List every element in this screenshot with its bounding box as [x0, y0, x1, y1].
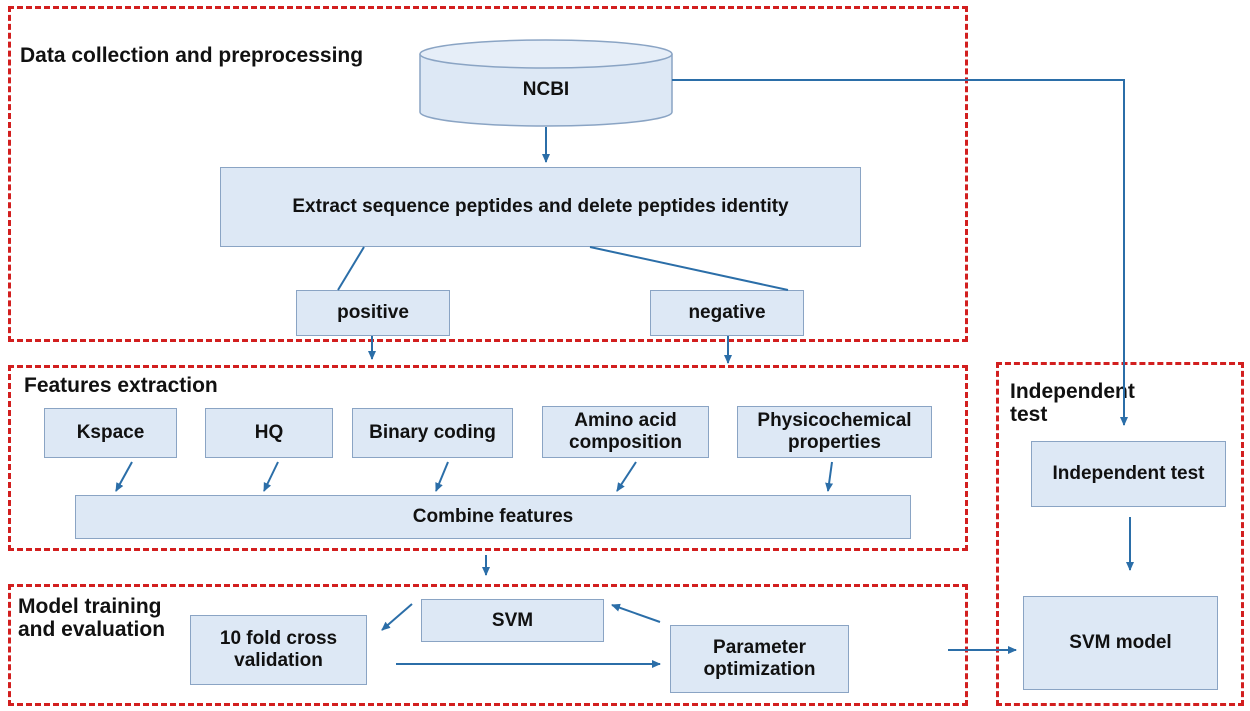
parameter-optimization-box: Parameter optimization	[670, 625, 849, 693]
ncbi-label: NCBI	[522, 79, 570, 100]
section-features-extraction	[8, 365, 968, 551]
section-independent-test	[996, 362, 1244, 706]
extract-sequence-box: Extract sequence peptides and delete pep…	[220, 167, 861, 247]
svm-box: SVM	[421, 599, 604, 642]
section-title-features: Features extraction	[24, 374, 218, 397]
cross-validation-box: 10 fold cross validation	[190, 615, 367, 685]
kspace-box: Kspace	[44, 408, 177, 458]
svm-model-box: SVM model	[1023, 596, 1218, 690]
section-title-model: Model training and evaluation	[18, 595, 166, 642]
section-model-training	[8, 584, 968, 706]
positive-box: positive	[296, 290, 450, 336]
section-title-data-collection: Data collection and preprocessing	[20, 44, 364, 67]
combine-features-box: Combine features	[75, 495, 911, 539]
binary-coding-box: Binary coding	[352, 408, 513, 458]
physicochemical-properties-box: Physicochemical properties	[737, 406, 932, 458]
amino-acid-composition-box: Amino acid composition	[542, 406, 709, 458]
negative-box: negative	[650, 290, 804, 336]
section-title-independent: Independent test	[1010, 380, 1135, 427]
section-data-collection	[8, 6, 968, 342]
hq-box: HQ	[205, 408, 333, 458]
independent-test-box: Independent test	[1031, 441, 1226, 507]
